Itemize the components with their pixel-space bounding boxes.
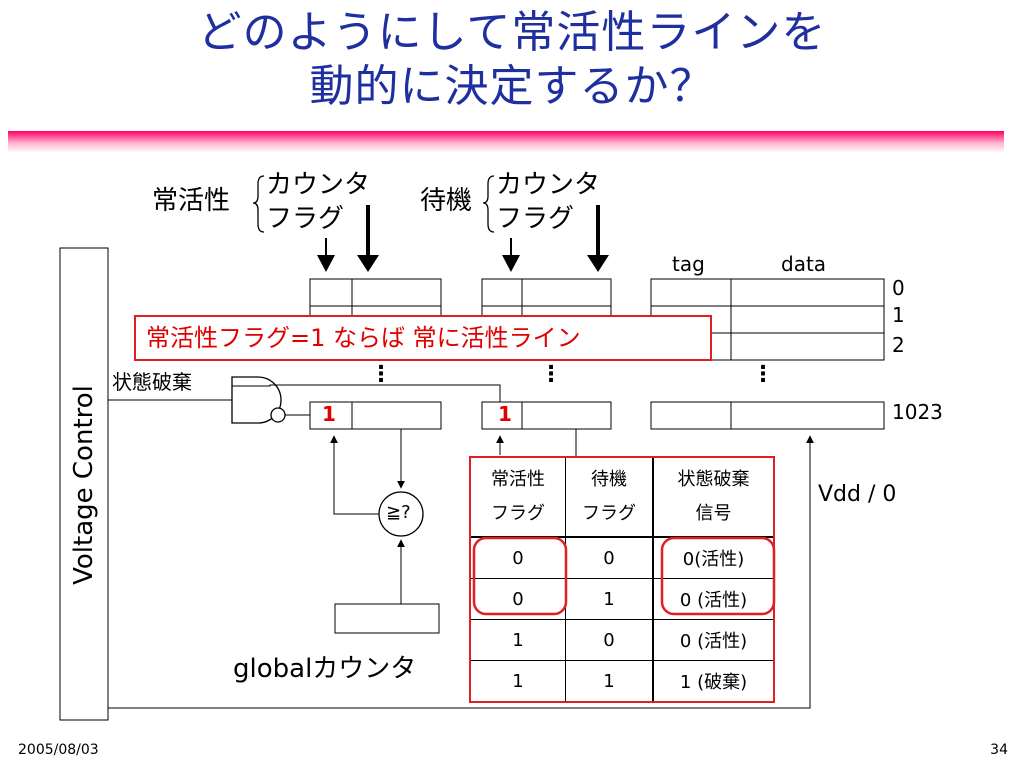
tag-label: tag — [672, 252, 705, 276]
jokassei-counter-label: カウンタ — [266, 170, 371, 200]
highlight-right — [660, 536, 776, 616]
table-cell: 1 — [469, 660, 566, 703]
jokassei-flag-label: フラグ — [266, 204, 345, 234]
table-row: 0 1 0 (活性) — [469, 578, 775, 620]
ellipsis-taiki: ⋮ — [540, 362, 562, 387]
table-cell: 0 (活性) — [652, 619, 775, 661]
taiki-label: 待機 — [420, 186, 473, 216]
ellipsis-jokassei: ⋮ — [370, 362, 392, 387]
footer-page-number: 34 — [990, 742, 1008, 758]
flag-bit-taiki: 1 — [498, 402, 512, 426]
header-cell: 状態破棄信号 — [652, 456, 775, 538]
arrow-jokassei-flag — [357, 205, 379, 272]
footer-date: 2005/08/03 — [18, 742, 99, 758]
line-index-1: 1 — [892, 303, 905, 327]
taiki-flag-label: フラグ — [496, 204, 575, 234]
discard-signal-label: 状態破棄 — [112, 366, 192, 395]
table-cell: 1 — [565, 578, 654, 620]
table-row: 1 1 1 (破棄) — [469, 660, 775, 703]
comparator-label: ≧? — [386, 502, 411, 523]
jokassei-label: 常活性 — [152, 186, 231, 216]
line-index-0: 0 — [892, 276, 905, 300]
callout-box: 常活性フラグ=1 ならば 常に活性ライン — [134, 315, 712, 361]
table-cell: 0 — [565, 619, 654, 661]
line-index-2: 2 — [892, 333, 905, 357]
brace-taiki — [482, 175, 495, 233]
data-label: data — [781, 252, 827, 276]
and-gate — [231, 376, 282, 424]
table-cell: 1 — [565, 660, 654, 703]
table-cell: 1 — [469, 619, 566, 661]
brace-jokassei — [252, 175, 265, 233]
taiki-counter-label: カウンタ — [496, 170, 601, 200]
ellipsis-cache: ⋮ — [752, 362, 774, 387]
vdd-label: Vdd / 0 — [818, 482, 897, 507]
title-underline — [8, 131, 1004, 153]
table-row: 1 0 0 (活性) — [469, 619, 775, 661]
voltage-control-box — [59, 247, 109, 721]
arrow-taiki-flag — [587, 205, 609, 272]
header-cell: 常活性フラグ — [469, 456, 566, 538]
global-counter-box — [334, 603, 440, 634]
slide-title-line2: 動的に決定するか？ — [309, 61, 715, 112]
table-cell: 1 (破棄) — [652, 660, 775, 703]
truth-table: 常活性フラグ 待機フラグ 状態破棄信号 0 0 0(活性) 0 1 0 (活性)… — [469, 456, 775, 703]
highlight-left — [472, 536, 568, 616]
arrow-jokassei-counter — [317, 238, 335, 272]
arrow-taiki-counter — [502, 238, 520, 272]
slide-title-line1: どのようにして常活性ラインを — [197, 7, 827, 58]
flag-bit-jokassei: 1 — [322, 402, 336, 426]
table-header-row: 常活性フラグ 待機フラグ 状態破棄信号 — [469, 456, 775, 538]
global-counter-label: globalカウンタ — [233, 654, 417, 684]
line-index-1023: 1023 — [892, 400, 943, 424]
